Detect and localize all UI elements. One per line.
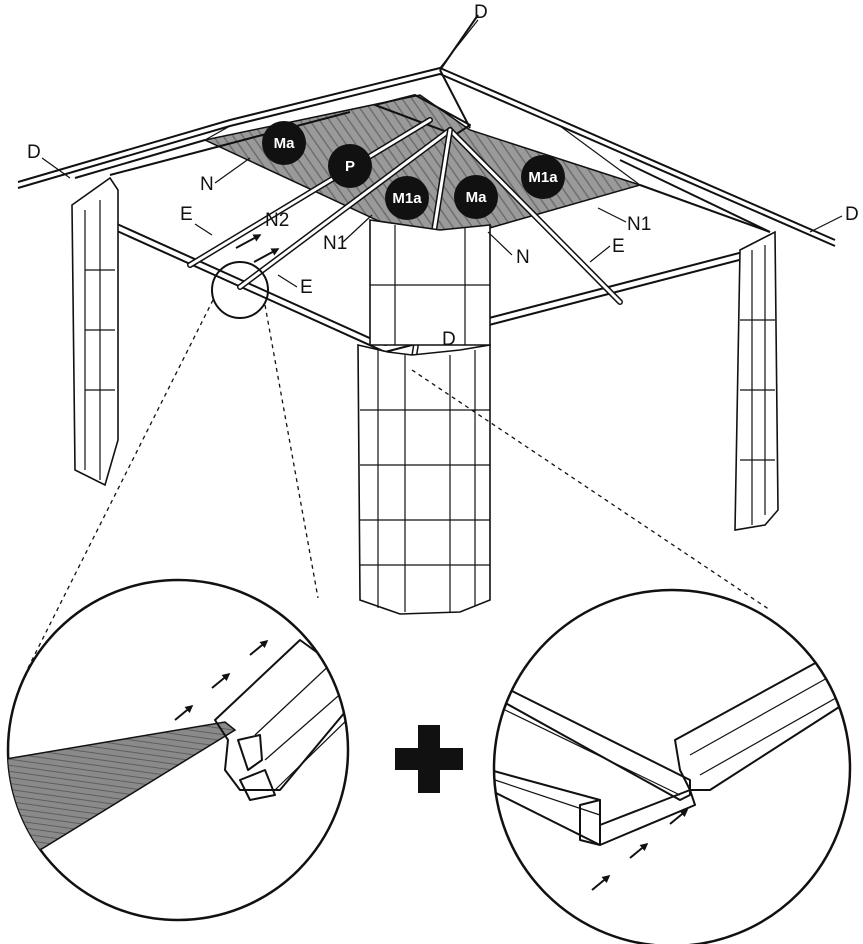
label-e-left: E — [180, 204, 193, 225]
label-d-right: D — [845, 204, 859, 225]
label-d-left: D — [27, 142, 41, 163]
detail-view-left — [6, 578, 350, 922]
arrow-icon — [174, 639, 269, 721]
svg-text:M1a: M1a — [392, 190, 422, 207]
badge-p: P — [328, 144, 372, 188]
post-right — [734, 230, 779, 531]
label-e-right: E — [612, 236, 625, 257]
svg-text:M1a: M1a — [528, 169, 558, 186]
label-n1-right: N1 — [627, 214, 651, 235]
label-n-left: N — [200, 174, 214, 195]
roof-skylight — [374, 94, 471, 136]
label-d-top: D — [474, 2, 488, 23]
label-n2: N2 — [265, 210, 289, 231]
svg-text:Ma: Ma — [466, 189, 487, 206]
badge-ma-left: Ma — [262, 121, 306, 165]
badge-ma-center: Ma — [454, 175, 498, 219]
post-left — [71, 176, 119, 487]
detail-view-right — [492, 588, 852, 944]
post-center — [357, 219, 491, 615]
label-d-center: D — [442, 329, 456, 350]
arrow-icon-right — [591, 808, 689, 891]
plus-icon — [395, 725, 463, 793]
panel-badges: Ma P M1a Ma M1a — [262, 121, 565, 220]
label-n1-left: N1 — [323, 233, 347, 254]
gazebo-frame — [17, 14, 836, 669]
part-labels: D D D D N N N1 N1 N2 E E E — [27, 2, 859, 350]
label-n-right: N — [516, 247, 530, 268]
badge-m1a-center: M1a — [385, 176, 429, 220]
label-e-mid: E — [300, 277, 313, 298]
detail-callout-circle — [211, 261, 269, 319]
svg-text:P: P — [345, 158, 355, 175]
svg-text:Ma: Ma — [274, 135, 295, 152]
badge-m1a-right: M1a — [521, 155, 565, 199]
